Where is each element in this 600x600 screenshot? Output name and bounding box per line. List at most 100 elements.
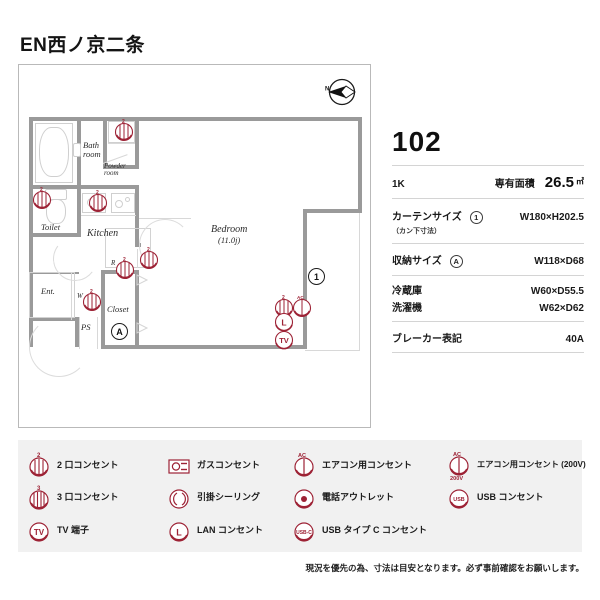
entrance-door-arc (29, 317, 89, 377)
legend-label: ガスコンセント (197, 459, 261, 470)
balcony-edge-bottom (305, 350, 360, 351)
wall-left (29, 117, 33, 347)
gas-outlet-icon (166, 450, 192, 478)
svg-text:AC: AC (453, 452, 461, 458)
wall-kitchen-top (77, 185, 139, 189)
wall-closet-right (135, 270, 139, 349)
lan-outlet-icon-bedroom: L (273, 311, 295, 333)
outlet-2-icon-powder: 2 (113, 117, 135, 143)
usbc-outlet-icon: USB-C (291, 516, 317, 544)
tv-jack-icon-bedroom: TV (273, 329, 295, 351)
wall-toilet-bottom (29, 233, 81, 237)
svg-text:3: 3 (37, 486, 41, 492)
legend-item-usbc-outlet: USB-C USB タイプ C コンセント (291, 516, 446, 544)
divider-2 (392, 198, 584, 199)
curtain-value: W180×H202.5 (519, 212, 584, 223)
ac-outlet-200v-icon: AC 200V (446, 450, 472, 482)
legend-label: エアコン用コンセント (322, 459, 413, 470)
curtain-mark-badge: 1 (469, 211, 483, 224)
outlet-2-icon-toilet: 2 (31, 185, 53, 211)
outlet-2-icon-washer: 2 (81, 287, 103, 313)
svg-text:USB-C: USB-C (296, 530, 312, 536)
legend-label: USB コンセント (477, 492, 544, 503)
breaker-row: ブレーカー表記 40A (392, 322, 584, 352)
ceiling-hook-icon (166, 483, 192, 511)
legend-item-lan-outlet: L LAN コンセント (166, 516, 291, 544)
wall-closet-left (101, 270, 105, 349)
legend-item-ac-outlet: AC エアコン用コンセント (291, 450, 446, 478)
breaker-label: ブレーカー表記 (392, 334, 462, 345)
kitchen-counter-edge (81, 215, 136, 216)
svg-text:L: L (281, 318, 286, 328)
wall-powder-right (135, 117, 139, 169)
svg-text:AC: AC (298, 453, 306, 459)
legend-label: 2 口コンセント (57, 459, 119, 470)
legend-label: 電話アウトレット (322, 492, 395, 503)
room-label-entrance: Ent. (41, 286, 55, 296)
room-label-toilet: Toilet (41, 222, 61, 232)
storage-callout[interactable]: A (111, 323, 128, 340)
kitchen-door-leaf (139, 218, 191, 219)
legend-panel: 2 2 口コンセント ガスコンセント (18, 440, 586, 552)
svg-text:2: 2 (282, 295, 285, 301)
stove-burner-right (125, 197, 130, 202)
storage-mark-badge: A (449, 255, 463, 268)
divider-6 (392, 352, 584, 353)
svg-text:TV: TV (34, 528, 45, 537)
disclaimer-note: 現況を優先の為、寸法は目安となります。必ず事前確認をお願いします。 (305, 563, 584, 573)
wall-powder-left (103, 117, 107, 169)
room-label-washer: W (77, 292, 83, 300)
washer-label: 洗濯機 (392, 303, 422, 314)
tv-jack-icon: TV (26, 516, 52, 544)
legend-label: 3 口コンセント (57, 492, 119, 503)
room-label-ps: PS (81, 322, 91, 332)
svg-text:2: 2 (96, 190, 99, 196)
legend-label: USB タイプ C コンセント (322, 525, 428, 536)
wall-balcony-left (303, 209, 307, 349)
divider-5 (392, 321, 584, 322)
washer-value: W62×D62 (539, 303, 584, 314)
floorplan-frame: N (18, 64, 371, 428)
unit-number: 102 (392, 126, 442, 157)
powder-washer-edge (108, 143, 135, 144)
legend-item-ceiling-hook: 引掛シーリング (166, 483, 291, 511)
appliance-divider (137, 249, 138, 268)
svg-text:L: L (176, 527, 182, 537)
curtain-sublabel: （カン下寸法） (392, 228, 441, 235)
curtain-label-group: カーテンサイズ （カン下寸法） (392, 207, 462, 236)
curtain-callout[interactable]: 1 (308, 268, 325, 285)
stove-burner-left (115, 200, 123, 208)
outlet-2-icon-kitchen: 2 (87, 188, 109, 214)
fridge-value: W60×D55.5 (530, 286, 584, 297)
legend-label: エアコン用コンセント (200V) (477, 460, 586, 470)
layout-label: 1K (392, 179, 405, 190)
floorplan-canvas: N (19, 65, 370, 427)
svg-text:2: 2 (90, 289, 93, 295)
ac-outlet-icon-bedroom: AC (291, 293, 313, 319)
storage-label: 収納サイズ (392, 256, 442, 267)
ps-line-right (97, 317, 98, 349)
svg-text:USB: USB (453, 497, 464, 503)
outlet-2-icon-fridge: 2 (114, 255, 136, 281)
svg-text:TV: TV (279, 336, 289, 345)
legend-label: TV 端子 (57, 525, 90, 536)
area-value: 26.5 (544, 174, 574, 191)
svg-text:2: 2 (37, 453, 41, 459)
legend-label: LAN コンセント (197, 525, 263, 536)
svg-text:2: 2 (123, 257, 126, 263)
wall-powder-bottom-a (103, 165, 139, 169)
usb-outlet-icon: USB (446, 483, 472, 511)
wall-top (29, 117, 362, 121)
wall-toilet-right (77, 185, 81, 237)
room-label-refrigerator: R (111, 259, 116, 267)
breaker-value: 40A (565, 334, 584, 345)
legend-item-tv-jack: TV TV 端子 (26, 516, 166, 544)
ac-outlet-icon: AC (291, 450, 317, 478)
svg-text:200V: 200V (450, 476, 463, 482)
layout-area-row: 1K 専有面積 26.5 ㎡ (392, 166, 584, 198)
room-label-kitchen: Kitchen (87, 228, 119, 239)
phone-outlet-icon (291, 483, 317, 511)
room-label-powder: Powder room (104, 162, 126, 178)
bath-tub-inner (39, 127, 69, 177)
